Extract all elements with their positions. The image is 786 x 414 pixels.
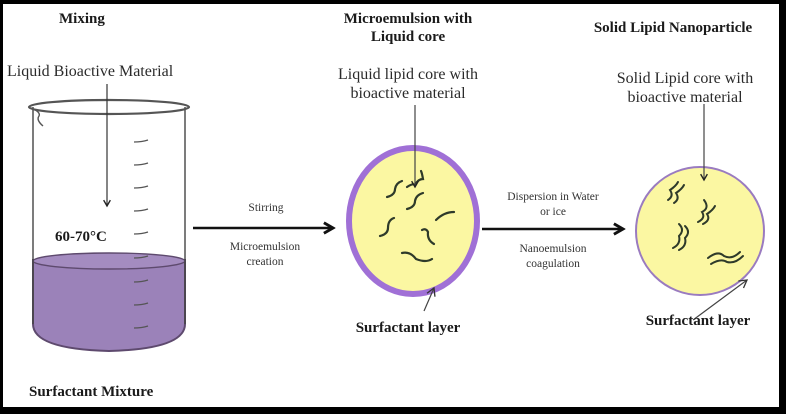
sln-surfactant-pointer-arrow: [692, 279, 749, 321]
liquid-core-label-line2: bioactive material: [350, 85, 466, 102]
microemulsion-creation-line1: Microemulsion: [229, 241, 301, 253]
sln-preparation-diagram: [27, 84, 765, 353]
liquid-surface: [32, 252, 186, 270]
dispersion-label-line2: or ice: [540, 206, 566, 218]
microemulsion-title-line1: Microemulsion with: [343, 11, 473, 27]
stirring-label: Stirring: [248, 202, 284, 214]
graduation-marks: [133, 139, 149, 329]
liquid-bioactive-label: Liquid Bioactive Material: [7, 63, 174, 80]
microemulsion-creation-line2: creation: [246, 256, 284, 268]
surfactant-liquid: [32, 259, 186, 353]
beaker-spout: [30, 107, 44, 127]
sln-bioactive-strands: [667, 181, 744, 265]
surfactant-mixture-label: Surfactant Mixture: [29, 384, 154, 400]
surfactant-pointer-arrow: [423, 286, 436, 312]
beaker: [27, 84, 191, 353]
coagulation-label-line2: coagulation: [526, 258, 580, 270]
solid-core-label-line2: bioactive material: [627, 89, 743, 106]
mixing-title: Mixing: [59, 11, 105, 27]
microemulsion-particle: [346, 105, 480, 312]
microemulsion-title-line2: Liquid core: [370, 29, 446, 45]
sln-surfactant-layer-label: Surfactant layer: [645, 313, 751, 329]
solid-core-label-line1: Solid Lipid core with: [616, 70, 754, 87]
liquid-core-label-line1: Liquid lipid core with: [338, 66, 478, 83]
dispersion-label-line1: Dispersion in Water: [507, 191, 599, 203]
surfactant-layer-label: Surfactant layer: [355, 320, 461, 336]
surfactant-shell: [346, 145, 480, 297]
sln-particle: [635, 104, 765, 321]
coagulation-label-line1: Nanoemulsion: [519, 243, 587, 255]
bioactive-strands: [378, 169, 456, 263]
sln-surfactant-shell: [635, 166, 765, 296]
temperature-label: 60-70°C: [55, 229, 107, 245]
sln-title: Solid Lipid Nanoparticle: [593, 20, 753, 36]
diagram-frame: Mixing Liquid Bioactive Material 60-70°C…: [3, 4, 779, 407]
beaker-rim: [27, 98, 191, 116]
